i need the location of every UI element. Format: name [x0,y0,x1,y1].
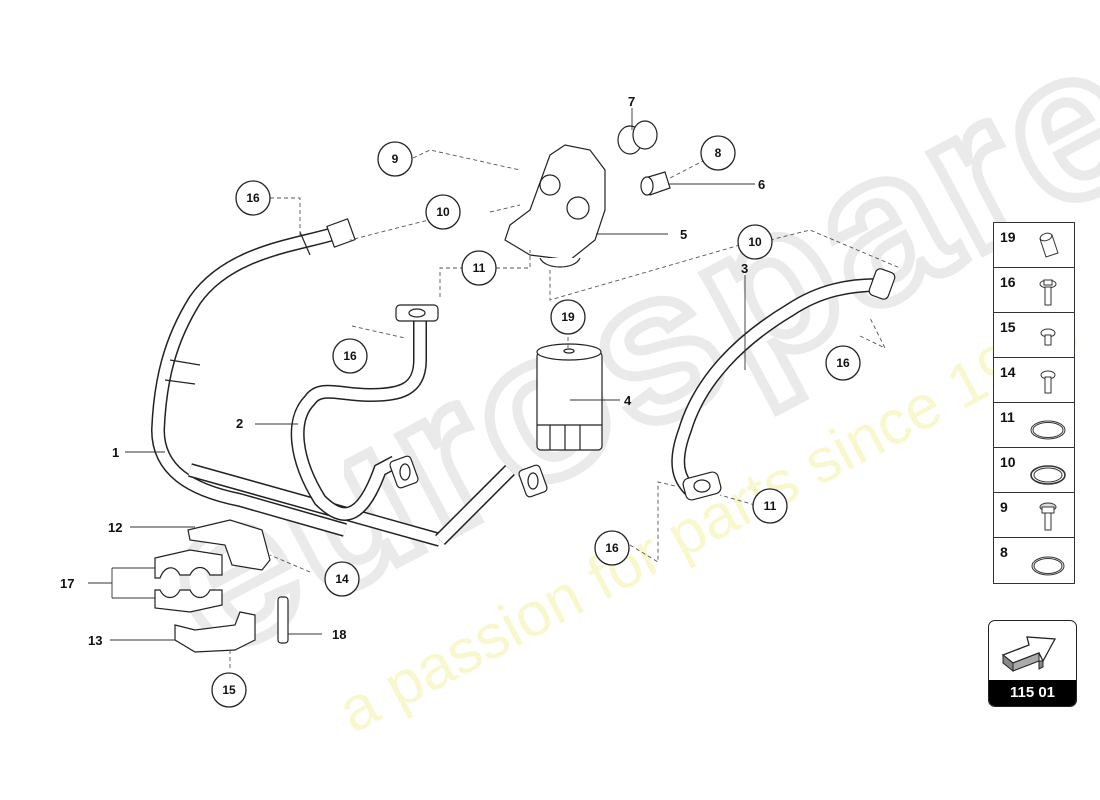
oil-filter-housing-part-5 [504,144,606,268]
label-18: 18 [332,627,346,642]
legend-row[interactable]: 15 [994,313,1074,358]
label-17: 17 [60,576,74,591]
svg-text:9: 9 [392,152,399,166]
label-1: 1 [112,445,119,460]
callout-8[interactable]: 8 [700,135,736,171]
svg-text:19: 19 [561,310,575,324]
svg-text:11: 11 [764,499,777,513]
callout-10[interactable]: 10 [737,224,773,260]
sleeve-part-6 [640,171,671,196]
callout-16[interactable]: 16 [594,530,630,566]
parts-legend: 19 16 15 14 11 10 9 8 [993,222,1075,584]
legend-row[interactable]: 16 [994,268,1074,313]
label-6: 6 [758,177,765,192]
callout-16[interactable]: 16 [825,345,861,381]
callout-14[interactable]: 14 [324,561,360,597]
arrow-right-icon [1001,636,1057,673]
svg-text:14: 14 [335,572,349,586]
seal-ring-icon [1030,465,1066,485]
label-3: 3 [741,261,748,276]
legend-row[interactable]: 10 [994,448,1074,493]
next-page-button[interactable]: 115 01 [988,620,1077,707]
bolt-icon [1040,370,1056,394]
sleeve-icon [1039,232,1059,258]
svg-text:16: 16 [343,349,357,363]
o-ring-icon [1030,420,1066,440]
legend-number: 15 [1000,319,1016,335]
legend-number: 19 [1000,229,1016,245]
callout-16[interactable]: 16 [235,180,271,216]
svg-text:10: 10 [748,235,762,249]
leader-lines [88,108,755,641]
callout-19[interactable]: 19 [550,299,586,335]
legend-row[interactable]: 14 [994,358,1074,403]
bracket-part-13 [174,611,256,653]
label-7: 7 [628,94,635,109]
plain-labels: 7 6 5 3 2 4 1 12 17 13 18 [60,94,765,648]
callout-11[interactable]: 11 [752,488,788,524]
legend-row[interactable]: 19 [994,223,1074,268]
legend-number: 16 [1000,274,1016,290]
label-13: 13 [88,633,102,648]
legend-row[interactable]: 9 [994,493,1074,538]
svg-text:16: 16 [246,191,260,205]
label-5: 5 [680,227,687,242]
svg-text:8: 8 [715,146,722,160]
svg-text:11: 11 [473,261,486,275]
legend-row[interactable]: 11 [994,403,1074,448]
svg-text:16: 16 [605,541,619,555]
svg-text:15: 15 [222,683,236,697]
legend-number: 8 [1000,544,1008,560]
callout-9[interactable]: 9 [377,141,413,177]
svg-text:10: 10 [436,205,450,219]
flange-bolt-icon [1039,279,1057,306]
legend-number: 11 [1000,409,1015,425]
label-2: 2 [236,416,243,431]
label-4: 4 [624,393,632,408]
legend-number: 9 [1000,499,1008,515]
o-ring-icon [1031,556,1065,576]
legend-number: 14 [1000,364,1016,380]
callout-15[interactable]: 15 [211,672,247,708]
pipe-part-1 [150,218,442,547]
callout-16[interactable]: 16 [332,338,368,374]
legend-row[interactable]: 8 [994,538,1074,583]
label-12: 12 [108,520,122,535]
bracket-part-12 [187,519,271,571]
legend-number: 10 [1000,454,1016,470]
circled-callouts: 9 8 16 10 10 11 19 16 16 11 16 14 15 [211,135,861,708]
oil-filter-part-4 [536,343,603,451]
dashed-leader-lines [229,149,901,670]
svg-text:16: 16 [836,356,850,370]
clamp-part-17 [154,549,223,613]
callout-11[interactable]: 11 [461,250,497,286]
short-bolt-icon [1040,328,1056,346]
connector-part-18 [277,596,289,644]
hex-bolt-icon [1039,502,1057,531]
pipe-part-3 [671,268,896,501]
part-group-code: 115 01 [989,680,1076,706]
pipe-part-2 [290,304,548,545]
callout-10[interactable]: 10 [425,194,461,230]
